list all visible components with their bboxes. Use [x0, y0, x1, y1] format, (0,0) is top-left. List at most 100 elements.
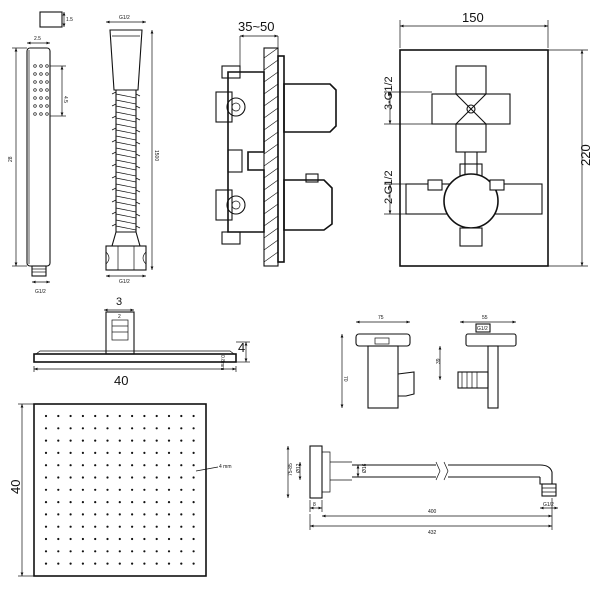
valve-side-lower-inlet [215, 189, 233, 221]
nozzle-dot [143, 451, 146, 454]
handset-dim-width: 2.5 [34, 36, 41, 42]
nozzle-dot [180, 513, 183, 516]
nozzle-dot [131, 439, 134, 442]
nozzle-dot [143, 488, 146, 491]
nozzle-dot [81, 550, 84, 553]
nozzle-dot [106, 451, 109, 454]
head-side-dim-width: 40 [114, 373, 128, 388]
nozzle-dot [180, 488, 183, 491]
nozzle-dot [69, 513, 72, 516]
nozzle-dot [57, 476, 60, 479]
nozzle-dot [106, 476, 109, 479]
head-side-plate [33, 353, 237, 363]
valve-front-dim-inlet-upper: 3-G1/2 [383, 76, 395, 110]
nozzle-dot [69, 414, 72, 418]
valve-side-lower-knob [305, 173, 319, 183]
head-side-dim-thickness: 4 [238, 340, 245, 355]
nozzle-dot [44, 550, 48, 553]
nozzle-dot [57, 427, 60, 430]
nozzle-dot [167, 439, 171, 442]
nozzle-dot [155, 525, 158, 528]
nozzle-dot [143, 439, 146, 442]
nozzle-dot [155, 414, 158, 418]
nozzle-dot [180, 427, 183, 430]
valve-front-plate [399, 49, 549, 267]
nozzle-dot [167, 427, 171, 430]
nozzle-dot [94, 562, 97, 565]
nozzle-dot [180, 562, 183, 565]
valve-side-lower-port [226, 195, 246, 215]
holder-side-post [487, 345, 499, 409]
nozzle-dot [44, 488, 48, 491]
holder-side-flange [465, 333, 517, 347]
nozzle-dot [155, 427, 158, 430]
nozzle-dot [57, 513, 60, 516]
handset-dim-length: 28 [8, 156, 14, 162]
nozzle-dot [44, 464, 48, 467]
nozzle-dot [180, 525, 183, 528]
nozzle-dot [106, 427, 109, 430]
nozzle-dot [69, 476, 72, 479]
nozzle-dot [118, 414, 121, 418]
head-side-drawing: 3 2 4 0.8mm 40 [33, 296, 250, 388]
handset-dim-top: 1.5 [66, 17, 73, 23]
head-front-plate [33, 403, 207, 577]
nozzle-dot [81, 525, 84, 528]
nozzle-dot [180, 550, 183, 553]
head-front-nozzle-grid [44, 414, 195, 565]
nozzle-dot [44, 427, 48, 430]
nozzle-dot [106, 537, 109, 541]
nozzle-dot [180, 464, 183, 467]
holder-front-body [367, 345, 399, 409]
nozzle-dot [155, 451, 158, 454]
nozzle-dot [81, 414, 84, 418]
arm-dim-flange-depth: 8 [313, 502, 316, 508]
holder-dim-thread: G1/2 [477, 326, 488, 332]
hose-hex-nut [105, 245, 147, 271]
arm-wall-flange [309, 445, 323, 499]
nozzle-dot [44, 537, 48, 541]
nozzle-dot [69, 562, 72, 565]
nozzle-dot [94, 550, 97, 553]
nozzle-dot [131, 451, 134, 454]
nozzle-dot [44, 501, 48, 504]
valve-side-upper-port [226, 97, 246, 117]
arm-dim-length: 400 [428, 509, 437, 515]
arm-end-thread [541, 483, 557, 497]
nozzle-dot [44, 439, 48, 442]
nozzle-dot [143, 427, 146, 430]
handset-end-view [39, 11, 63, 28]
nozzle-dot [155, 562, 158, 565]
nozzle-dot [143, 562, 146, 565]
nozzle-dot [180, 439, 183, 442]
nozzle-dot [131, 476, 134, 479]
hose-corrugated-body [111, 90, 141, 232]
nozzle-dot [131, 414, 134, 418]
hose-top-cone [109, 29, 143, 91]
nozzle-dot [131, 513, 134, 516]
nozzle-dot [131, 550, 134, 553]
holder-front-clip [397, 371, 415, 397]
nozzle-dot [143, 464, 146, 467]
nozzle-dot [57, 488, 60, 491]
nozzle-dot [81, 537, 84, 541]
nozzle-dot [192, 488, 195, 491]
arm-end-elbow [539, 464, 553, 485]
nozzle-dot [155, 513, 158, 516]
arm-dim-total: 432 [428, 530, 437, 536]
nozzle-dot [180, 501, 183, 504]
nozzle-dot [106, 562, 109, 565]
nozzle-dot [94, 414, 97, 418]
holder-dim-width: 75 [378, 315, 384, 321]
head-side-dim-conn-height: 3 [116, 296, 122, 308]
nozzle-dot [44, 451, 48, 454]
nozzle-dot [118, 488, 121, 491]
nozzle-dot [81, 451, 84, 454]
nozzle-dot [143, 414, 146, 418]
nozzle-dot [131, 537, 134, 541]
valve-side-bottom-fitting [221, 231, 241, 245]
arm-dim-flange-height: 75-85 [288, 463, 294, 476]
nozzle-dot [143, 537, 146, 541]
nozzle-dot [94, 501, 97, 504]
nozzle-dot [118, 525, 121, 528]
